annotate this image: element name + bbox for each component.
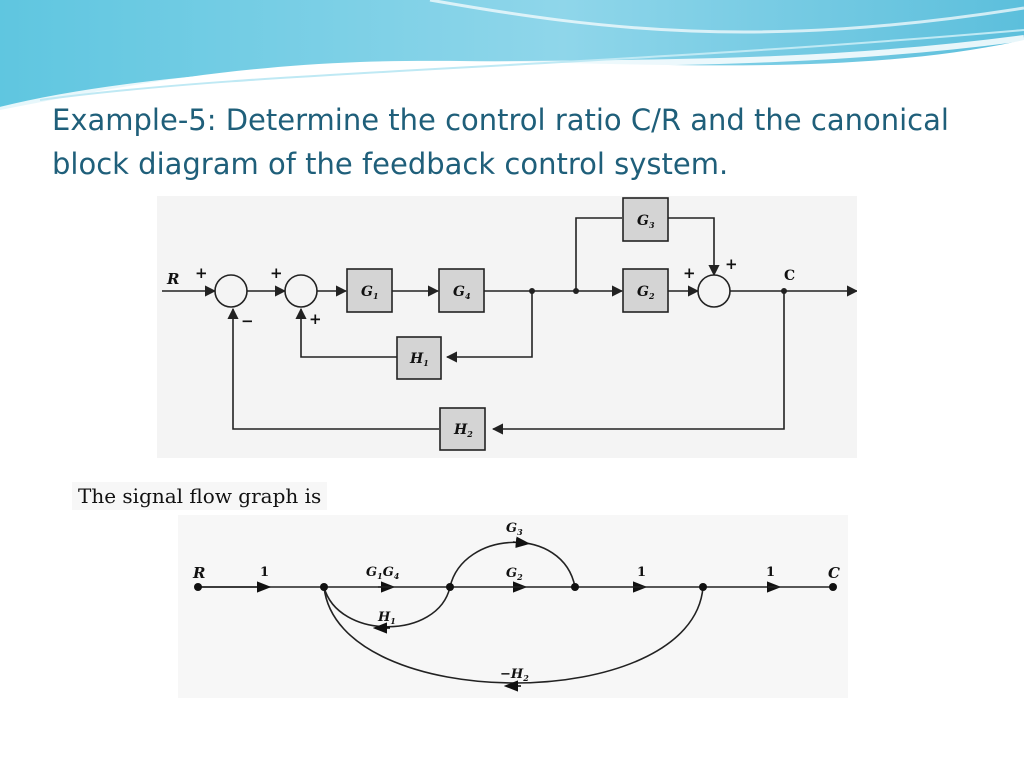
sfg-node <box>571 583 579 591</box>
svg-text:G3: G3 <box>637 213 655 230</box>
sfg-arc-h1 <box>323 586 451 628</box>
svg-text:H1: H1 <box>409 351 429 368</box>
sign-sum2-in: + <box>270 264 283 282</box>
sign-sum3-in: + <box>683 264 696 282</box>
takeoff-node <box>529 288 535 294</box>
summing-junction-1 <box>214 274 248 308</box>
sfg-node-c <box>829 583 837 591</box>
sign-sum2-fb: + <box>309 310 322 328</box>
sfg-gain-g3: G3 <box>506 521 523 537</box>
sfg-label-c: C <box>828 564 840 582</box>
wire-to-h1 <box>445 291 533 363</box>
wire-h1-sum2 <box>295 307 397 358</box>
wire-h2-sum1 <box>227 307 439 430</box>
block-g3: G3 <box>622 197 669 242</box>
block-diagram: G1 G4 G3 G2 H1 H2 R C + − + + + + <box>157 196 857 458</box>
sfg-node <box>699 583 707 591</box>
sign-sum3-top: + <box>725 255 738 273</box>
wire-to-h2 <box>491 291 785 435</box>
sfg-gain-1: 1 <box>260 565 269 580</box>
block-h1: H1 <box>396 336 442 380</box>
title-line-1: Example-5: Determine the control ratio C… <box>52 103 949 137</box>
sfg-arc-g3-arrow <box>512 536 531 549</box>
sfg-gain-g2: G2 <box>506 566 523 582</box>
header-banner <box>0 0 1024 113</box>
sfg-gain-g1g4: G1G4 <box>366 565 400 581</box>
sfg-gain-one-b: 1 <box>766 565 775 580</box>
sfg-gain-one-a: 1 <box>637 565 646 580</box>
sfg-node <box>320 583 328 591</box>
summing-junction-3 <box>697 274 731 308</box>
sign-sum1-fb: − <box>241 312 254 330</box>
block-g2: G2 <box>622 268 669 313</box>
input-label-r: R <box>166 270 179 288</box>
svg-text:G4: G4 <box>453 284 471 301</box>
wire-to-g3 <box>575 217 622 291</box>
wire-g3-sum3 <box>668 217 720 277</box>
sign-sum1-in: + <box>195 264 208 282</box>
svg-text:G1: G1 <box>361 284 379 301</box>
summing-junction-2 <box>284 274 318 308</box>
sfg-gain-h1: H1 <box>377 610 396 626</box>
title-line-2: block diagram of the feedback control sy… <box>52 147 729 181</box>
sfg-node-r <box>194 583 202 591</box>
block-g1: G1 <box>346 268 393 313</box>
svg-text:G2: G2 <box>637 284 655 301</box>
takeoff-node <box>781 288 787 294</box>
signal-flow-graph: R C 1 G1G4 G3 G2 H1 −H2 1 1 <box>178 515 848 698</box>
output-label-c: C <box>784 268 795 284</box>
block-g4: G4 <box>438 268 485 313</box>
sfg-gain-minus-h2: −H2 <box>500 667 529 683</box>
sfg-node <box>446 583 454 591</box>
sfg-arc-g3 <box>449 541 576 588</box>
sfg-caption: The signal flow graph is <box>72 482 328 510</box>
slide-title: Example-5: Determine the control ratio C… <box>52 98 982 186</box>
sfg-label-r: R <box>192 564 205 582</box>
takeoff-node <box>573 288 579 294</box>
svg-text:H2: H2 <box>453 422 473 439</box>
block-h2: H2 <box>439 407 486 451</box>
